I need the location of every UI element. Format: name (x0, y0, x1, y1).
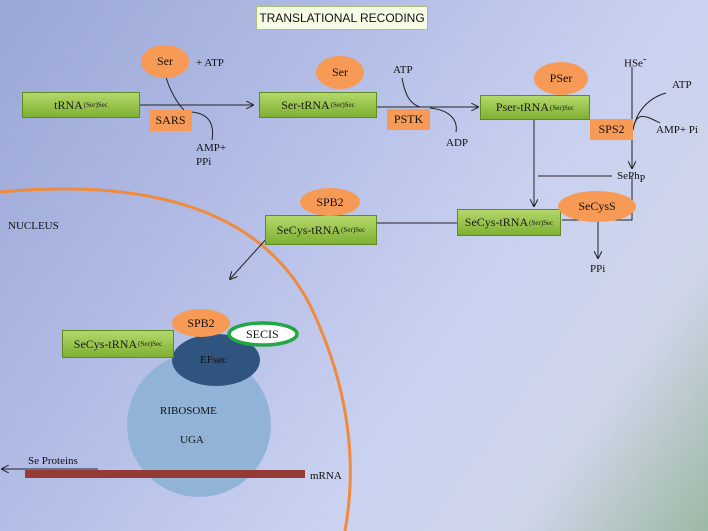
ppi-label: PPi (590, 263, 606, 275)
mrna-label: mRNA (310, 470, 342, 482)
se-proteins-label: Se Proteins (28, 455, 78, 467)
pser-trna-box: Pser-tRNA(Ser)Sec (480, 95, 590, 120)
amp-pi-label: AMP+ Pi (656, 124, 698, 136)
secyss-oval: SeCysS (558, 191, 636, 222)
hse-label: HSe- (624, 54, 646, 70)
pstk-enzyme: PSTK (387, 109, 430, 130)
atp-label-3: ATP (672, 79, 692, 91)
sps2-amp-curve (632, 115, 661, 131)
ser-trna-box-label: Ser-tRNA (281, 97, 330, 112)
trna-box-label: tRNA (54, 97, 83, 112)
amp-ppi-label-2: PPi (196, 156, 212, 168)
pser-trna-box-sup: (Ser)Sec (549, 103, 575, 112)
atp-label-2: ATP (393, 64, 413, 76)
adp-label: ADP (446, 137, 469, 149)
secys-trna-mid-label: SeCys-tRNA (276, 222, 341, 237)
secys-trna-nucleus-sup: (Ser)Sec (138, 340, 163, 348)
uga-label: UGA (180, 434, 204, 446)
secys-trna-mid-box: SeCys-tRNA(Ser)Sec (265, 215, 377, 245)
pstk-atp-curve (401, 77, 421, 108)
ser-trna-box: Ser-tRNA(Ser)Sec (259, 92, 377, 118)
hse-text: HSe (624, 57, 643, 70)
spb2-oval-nucleus: SPB2 (172, 309, 230, 337)
ser-oval-2: Ser (316, 56, 364, 89)
secis-label: SECIS (246, 327, 279, 341)
nucleus-label: NUCLEUS (8, 220, 59, 232)
secys-trna-mid-sup: (Ser)Sec (341, 226, 366, 234)
diagram-title: TRANSLATIONAL RECODING (256, 6, 428, 30)
efsec (172, 334, 260, 386)
ribosome-label: RIBOSOME (160, 405, 217, 417)
hse-sup: - (642, 54, 647, 65)
ribosome (127, 353, 271, 497)
pstk-adp-curve (429, 107, 457, 133)
secys-trna-nucleus-label: SeCys-tRNA (73, 336, 138, 351)
seph-sub: P (639, 174, 646, 186)
arrow-into-nucleus (230, 236, 269, 279)
pser-trna-box-label: Pser-tRNA (495, 100, 549, 114)
mrna-strand (25, 470, 305, 478)
sars-amp-curve (191, 111, 214, 141)
secis-ring (227, 321, 299, 347)
trna-box-sup: (Ser)Sec (83, 101, 108, 109)
nucleus-boundary (0, 187, 352, 531)
sps2-enzyme: SPS2 (590, 119, 633, 140)
atp-label-1: + ATP (196, 57, 224, 69)
pser-oval: PSer (534, 62, 588, 95)
secys-trna-nucleus-box: SeCys-tRNA(Ser)Sec (62, 330, 174, 358)
secys-trna-right-label: SeCys-tRNA (464, 215, 529, 229)
amp-ppi-label-1: AMP+ (196, 142, 227, 154)
efsec-label: EFsec (200, 354, 227, 366)
seph-text: SePh (617, 170, 640, 182)
spb2-oval-top: SPB2 (300, 188, 360, 216)
ser-trna-box-sup: (Ser)Sec (330, 101, 355, 109)
sars-enzyme: SARS (149, 110, 192, 131)
secys-trna-right-sup: (Ser)Sec (529, 218, 554, 227)
ser-oval-1: Ser (141, 45, 189, 78)
seph-label: SePhP (617, 170, 645, 185)
trna-box: tRNA(Ser)Sec (22, 92, 140, 118)
sars-atp-curve (164, 73, 185, 111)
secys-trna-right-box: SeCys-tRNA(Ser)Sec (457, 209, 561, 236)
